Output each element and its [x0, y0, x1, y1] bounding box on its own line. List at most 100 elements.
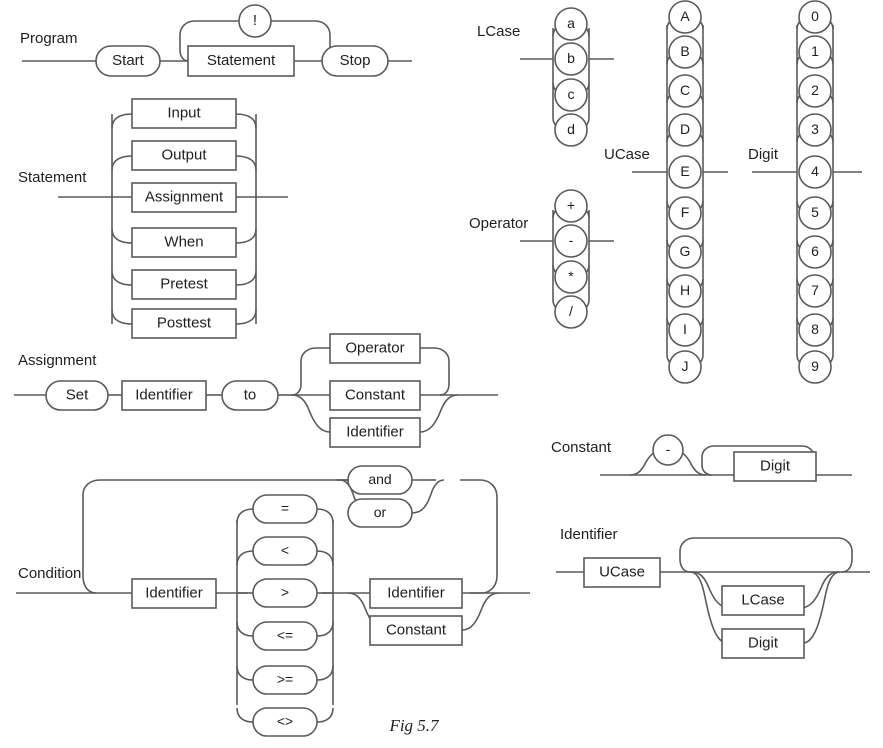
rule-label-statement: Statement [18, 169, 87, 186]
condition-right-operand-constant[interactable] [369, 615, 463, 646]
condition-op-right-eq [316, 508, 334, 524]
condition-right-operand-label-constant: Constant [386, 621, 447, 638]
assignment-to-label: to [244, 386, 257, 403]
lcase-alt-d[interactable] [554, 113, 588, 147]
condition-op-left-ne [236, 707, 254, 723]
condition-operator-label-eq: = [281, 500, 289, 516]
identifier-alt-digit[interactable] [721, 628, 805, 659]
digit-alt-label-6: 6 [811, 243, 819, 259]
rule-assignment: Assignment Set Identifier to Operator [14, 333, 498, 448]
rule-statement: Statement Input Output Assignment [18, 98, 288, 339]
assignment-set-label: Set [66, 386, 89, 403]
condition-operator-label-ne: <> [277, 713, 293, 729]
condition-operator-gt[interactable] [252, 578, 318, 608]
condition-operator-lt[interactable] [252, 536, 318, 566]
condition-op-left-eq [236, 508, 254, 524]
assignment-to-node[interactable] [221, 380, 279, 411]
digit-alt-4[interactable] [798, 155, 832, 189]
program-statement-node[interactable] [187, 45, 295, 77]
ucase-alt-H[interactable] [668, 274, 702, 308]
condition-operator-ne[interactable] [252, 707, 318, 737]
identifier-alt-lcase[interactable] [721, 585, 805, 616]
assignment-alt-label-constant: Constant [345, 386, 406, 403]
condition-operator-eq[interactable] [252, 494, 318, 524]
ucase-alt-label-C: C [680, 82, 690, 98]
condition-right-operand-identifier[interactable] [369, 578, 463, 609]
lcase-alt-c[interactable] [554, 78, 588, 112]
statement-alt-assignment[interactable] [131, 182, 237, 213]
assignment-alt-identifier[interactable] [329, 417, 421, 448]
digit-alt-9[interactable] [798, 350, 832, 384]
condition-connector-and[interactable] [347, 465, 413, 495]
condition-operator-ge[interactable] [252, 665, 318, 695]
statement-branch-right-1 [235, 155, 257, 171]
digit-alt-3[interactable] [798, 113, 832, 147]
operator-alt-slash[interactable] [554, 295, 588, 329]
program-start-node[interactable] [95, 45, 161, 77]
rule-condition: Condition Identifier and or [16, 465, 530, 737]
operator-alt-minus[interactable] [554, 224, 588, 258]
digit-alt-label-5: 5 [811, 204, 819, 220]
constant-digit-label: Digit [760, 457, 791, 474]
ucase-alt-D[interactable] [668, 113, 702, 147]
statement-branch-left-3 [111, 228, 133, 244]
condition-op-left-lt [236, 550, 254, 566]
statement-branch-right-4 [235, 270, 257, 286]
constant-digit-node[interactable] [733, 451, 817, 482]
digit-alt-label-4: 4 [811, 163, 819, 179]
statement-alt-when[interactable] [131, 227, 237, 258]
assignment-alt-constant[interactable] [329, 380, 421, 411]
operator-alt-plus[interactable] [554, 189, 588, 223]
lcase-alt-b[interactable] [554, 42, 588, 76]
ucase-alt-I[interactable] [668, 313, 702, 347]
condition-operator-le[interactable] [252, 621, 318, 651]
statement-alt-pretest[interactable] [131, 269, 237, 300]
lcase-alt-a[interactable] [554, 7, 588, 41]
assignment-set-node[interactable] [45, 380, 109, 411]
rule-label-assignment: Assignment [18, 352, 97, 369]
rule-label-identifier: Identifier [560, 526, 618, 543]
digit-alt-5[interactable] [798, 196, 832, 230]
lcase-alt-label-d: d [567, 121, 575, 137]
rule-constant: Constant - Digit [551, 434, 852, 482]
rule-operator: Operator + - * / [469, 189, 614, 329]
ucase-alt-G[interactable] [668, 235, 702, 269]
condition-connector-or[interactable] [347, 498, 413, 528]
ucase-alt-C[interactable] [668, 74, 702, 108]
ucase-alt-F[interactable] [668, 196, 702, 230]
rule-label-operator: Operator [469, 215, 528, 232]
figure-caption: Fig 5.7 [388, 716, 440, 735]
identifier-alt-label-lcase: LCase [741, 591, 784, 608]
constant-sign-node[interactable] [652, 434, 684, 466]
ucase-alt-label-G: G [680, 243, 691, 259]
ucase-alt-E[interactable] [668, 155, 702, 189]
ucase-alt-B[interactable] [668, 35, 702, 69]
program-stop-node[interactable] [321, 45, 389, 77]
digit-alt-0[interactable] [798, 0, 832, 34]
digit-alt-8[interactable] [798, 313, 832, 347]
constant-sign-label: - [666, 441, 671, 457]
lcase-alt-label-b: b [567, 50, 575, 66]
digit-alt-1[interactable] [798, 35, 832, 69]
assignment-alt-right-operator [420, 347, 450, 396]
ucase-alt-J[interactable] [668, 350, 702, 384]
lcase-alt-label-a: a [567, 15, 575, 31]
assignment-alt-left-identifier [291, 394, 331, 433]
rule-ucase: UCase A B C D E F [604, 0, 728, 384]
program-repeat-marker-node[interactable] [238, 4, 272, 38]
condition-connector-label-and: and [368, 471, 391, 487]
program-repeat-marker-label: ! [253, 12, 257, 29]
digit-alt-2[interactable] [798, 74, 832, 108]
assignment-alt-operator[interactable] [329, 333, 421, 364]
statement-alt-output[interactable] [131, 140, 237, 171]
identifier-alt-label-digit: Digit [748, 634, 779, 651]
ucase-alt-A[interactable] [668, 0, 702, 34]
digit-alt-7[interactable] [798, 274, 832, 308]
operator-alt-label-plus: + [567, 197, 575, 213]
statement-alt-input[interactable] [131, 98, 237, 129]
digit-alt-6[interactable] [798, 235, 832, 269]
statement-alt-posttest[interactable] [131, 308, 237, 339]
operator-alt-star[interactable] [554, 260, 588, 294]
assignment-identifier-node[interactable] [121, 380, 207, 411]
